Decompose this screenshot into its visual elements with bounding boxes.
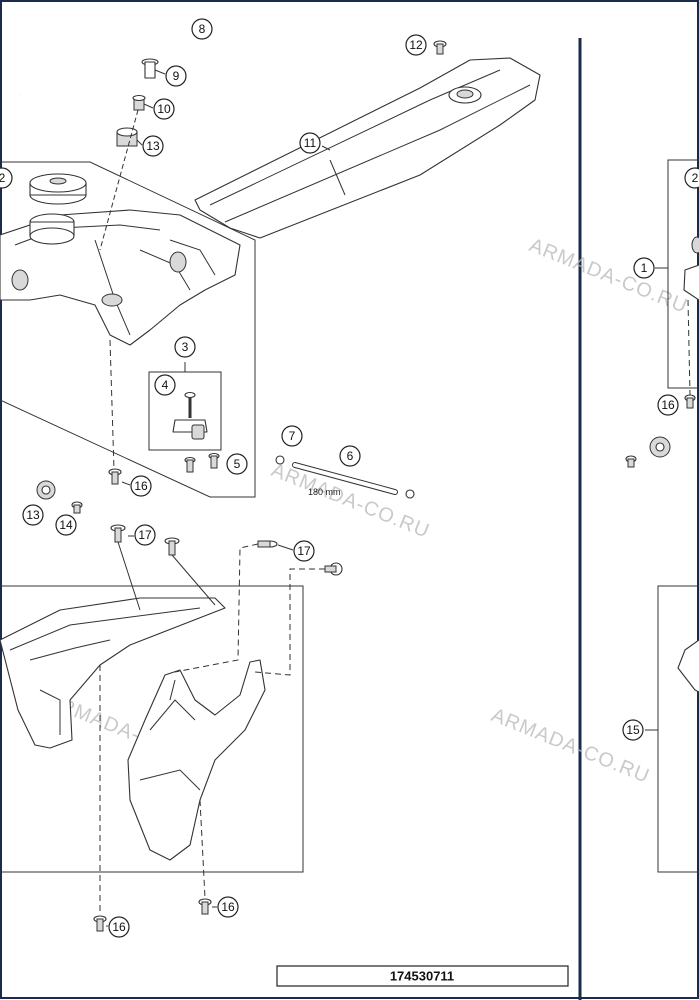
callout-13-top: 13: [136, 135, 164, 157]
bushing-10: [132, 94, 146, 111]
callout-3: 3: [174, 336, 196, 358]
callout-11: 11: [299, 132, 331, 154]
svg-text:11: 11: [304, 136, 317, 150]
bolt-9: [141, 58, 159, 79]
callout-6: 6: [339, 445, 361, 467]
clamp-7b: [405, 489, 415, 499]
callout-5: 5: [226, 453, 248, 475]
svg-text:2: 2: [692, 171, 699, 185]
screw-17c: [257, 540, 278, 548]
callout-2-right: 2: [684, 167, 699, 189]
right-rubber-13: [649, 436, 671, 458]
svg-text:12: 12: [409, 38, 423, 52]
rubber-13-top: [116, 127, 138, 147]
svg-text:16: 16: [112, 920, 126, 934]
callout-16-tank: 16: [121, 475, 152, 497]
seat: [194, 57, 541, 239]
svg-text:4: 4: [162, 378, 169, 392]
screw-16-right: [198, 898, 212, 915]
svg-text:13: 13: [146, 139, 160, 153]
tank-group-outline: [0, 161, 256, 498]
assembly-line-17d: [254, 568, 325, 676]
right-spoiler: [127, 659, 266, 861]
callout-9: 9: [154, 65, 187, 87]
right-tank-group-outline: [667, 159, 699, 389]
screw-16-tank: [108, 468, 122, 485]
fuel-tap: [172, 391, 208, 440]
screw-14: [71, 501, 83, 514]
callout-12: 12: [405, 34, 427, 56]
fuel-cap: [29, 173, 87, 205]
callout-17-upper: 17: [128, 524, 156, 546]
svg-text:14: 14: [59, 518, 73, 532]
callout-8: 8: [191, 18, 213, 40]
breather-hose: [292, 462, 398, 495]
svg-text:8: 8: [199, 22, 206, 36]
right-spoiler-group-outline: [657, 585, 699, 873]
svg-text:13: 13: [26, 508, 40, 522]
assembly-line-9: [99, 109, 139, 251]
fuel-hose: [17, 41, 107, 136]
callout-4: 4: [154, 374, 176, 396]
callout-7: 7: [281, 425, 303, 447]
watermark-3: ARMADA-CO.RU: [268, 459, 433, 543]
right-screw-14: [625, 455, 637, 468]
svg-text:17: 17: [138, 528, 152, 542]
screw-5a: [184, 456, 196, 473]
right-assembly-line-16: [687, 299, 691, 396]
screw-17b: [164, 537, 180, 556]
svg-text:3: 3: [182, 340, 189, 354]
screw-12: [433, 40, 447, 55]
fuel-tank: [0, 209, 241, 346]
assembly-line-16-right: [199, 799, 206, 899]
svg-text:15: 15: [626, 723, 640, 737]
callout-2: 2: [0, 167, 13, 189]
watermark-2: ARMADA-CO.RU: [526, 234, 691, 318]
assembly-line-17b: [171, 554, 216, 606]
screw-16-left: [93, 915, 107, 932]
svg-text:6: 6: [347, 449, 354, 463]
watermark-5: ARMADA-CO.RU: [488, 704, 653, 788]
spoiler-group-outline: [0, 585, 304, 873]
svg-text:174530711: 174530711: [390, 969, 454, 984]
callout-16-right: 16: [212, 896, 239, 918]
svg-text:2: 2: [0, 171, 6, 185]
callout-16-right-panel: 16: [657, 394, 679, 416]
drawing-number: 174530711: [276, 965, 569, 987]
rubber-13-left: [36, 480, 56, 500]
callout-14: 14: [55, 514, 77, 536]
right-screw-16: [684, 394, 696, 409]
svg-text:16: 16: [661, 398, 675, 412]
assembly-line-17c: [174, 543, 259, 673]
svg-text:7: 7: [289, 429, 296, 443]
screw-17d: [324, 562, 343, 576]
svg-text:10: 10: [157, 102, 171, 116]
callout-1: 1: [633, 257, 655, 279]
svg-text:16: 16: [134, 479, 148, 493]
svg-text:1: 1: [641, 261, 648, 275]
callout-15: 15: [622, 719, 644, 741]
assembly-line-17a: [117, 541, 141, 611]
callout-17-right: 17: [277, 540, 315, 562]
hose-length-label: 180 mm: [308, 487, 341, 497]
svg-text:16: 16: [221, 900, 235, 914]
screw-17a: [110, 524, 126, 543]
svg-text:9: 9: [173, 69, 180, 83]
svg-text:5: 5: [234, 457, 241, 471]
right-spoiler-fragment: [677, 639, 699, 693]
screw-5b: [208, 452, 220, 469]
clamp-7a: [275, 455, 285, 465]
right-tank-fragment: [683, 236, 699, 301]
callout-16-left: 16: [106, 916, 130, 938]
svg-text:17: 17: [297, 544, 311, 558]
assembly-line-16: [109, 339, 115, 471]
callout-13-left: 13: [22, 504, 44, 526]
callout-10: 10: [143, 98, 175, 120]
